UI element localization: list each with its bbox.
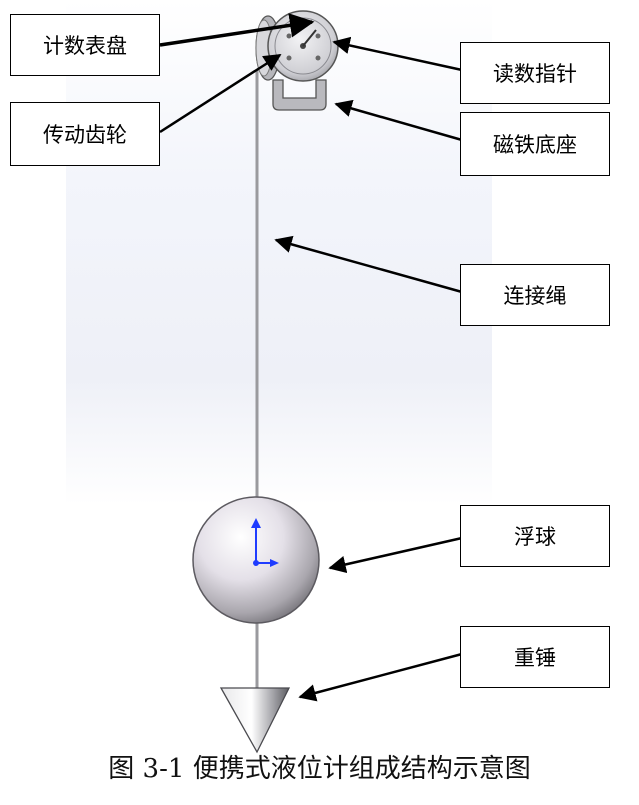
label-dial: 计数表盘 <box>10 14 160 76</box>
label-magnet-base-text: 磁铁底座 <box>493 133 577 157</box>
magnet-base-shape <box>272 79 327 111</box>
label-gear-text: 传动齿轮 <box>43 123 127 147</box>
label-weight-text: 重锤 <box>514 646 556 670</box>
dial-shape <box>267 10 339 82</box>
pointer-leader-arrow <box>332 36 463 72</box>
label-weight: 重锤 <box>460 626 610 688</box>
label-magnet-base: 磁铁底座 <box>460 112 610 176</box>
label-rope: 连接绳 <box>460 264 610 326</box>
label-gear: 传动齿轮 <box>10 102 160 166</box>
rope-leader-arrow <box>274 235 463 294</box>
dial-leader-arrow <box>159 13 315 47</box>
magnet-base-leader-arrow <box>334 99 463 142</box>
weight-leader-arrow <box>298 652 463 702</box>
label-float-ball: 浮球 <box>460 505 610 567</box>
label-pointer-text: 读数指针 <box>493 62 577 86</box>
axis-indicator-icon <box>251 518 279 567</box>
gear-leader-arrow <box>159 53 282 134</box>
label-pointer: 读数指针 <box>460 42 610 104</box>
weight-cone-shape <box>219 687 291 754</box>
label-rope-text: 连接绳 <box>503 284 567 308</box>
label-dial-text: 计数表盘 <box>43 34 127 58</box>
label-float-ball-text: 浮球 <box>514 525 556 549</box>
figure-caption: 图 3-1 便携式液位计组成结构示意图 <box>108 754 531 784</box>
float-ball-leader-arrow <box>328 536 463 574</box>
